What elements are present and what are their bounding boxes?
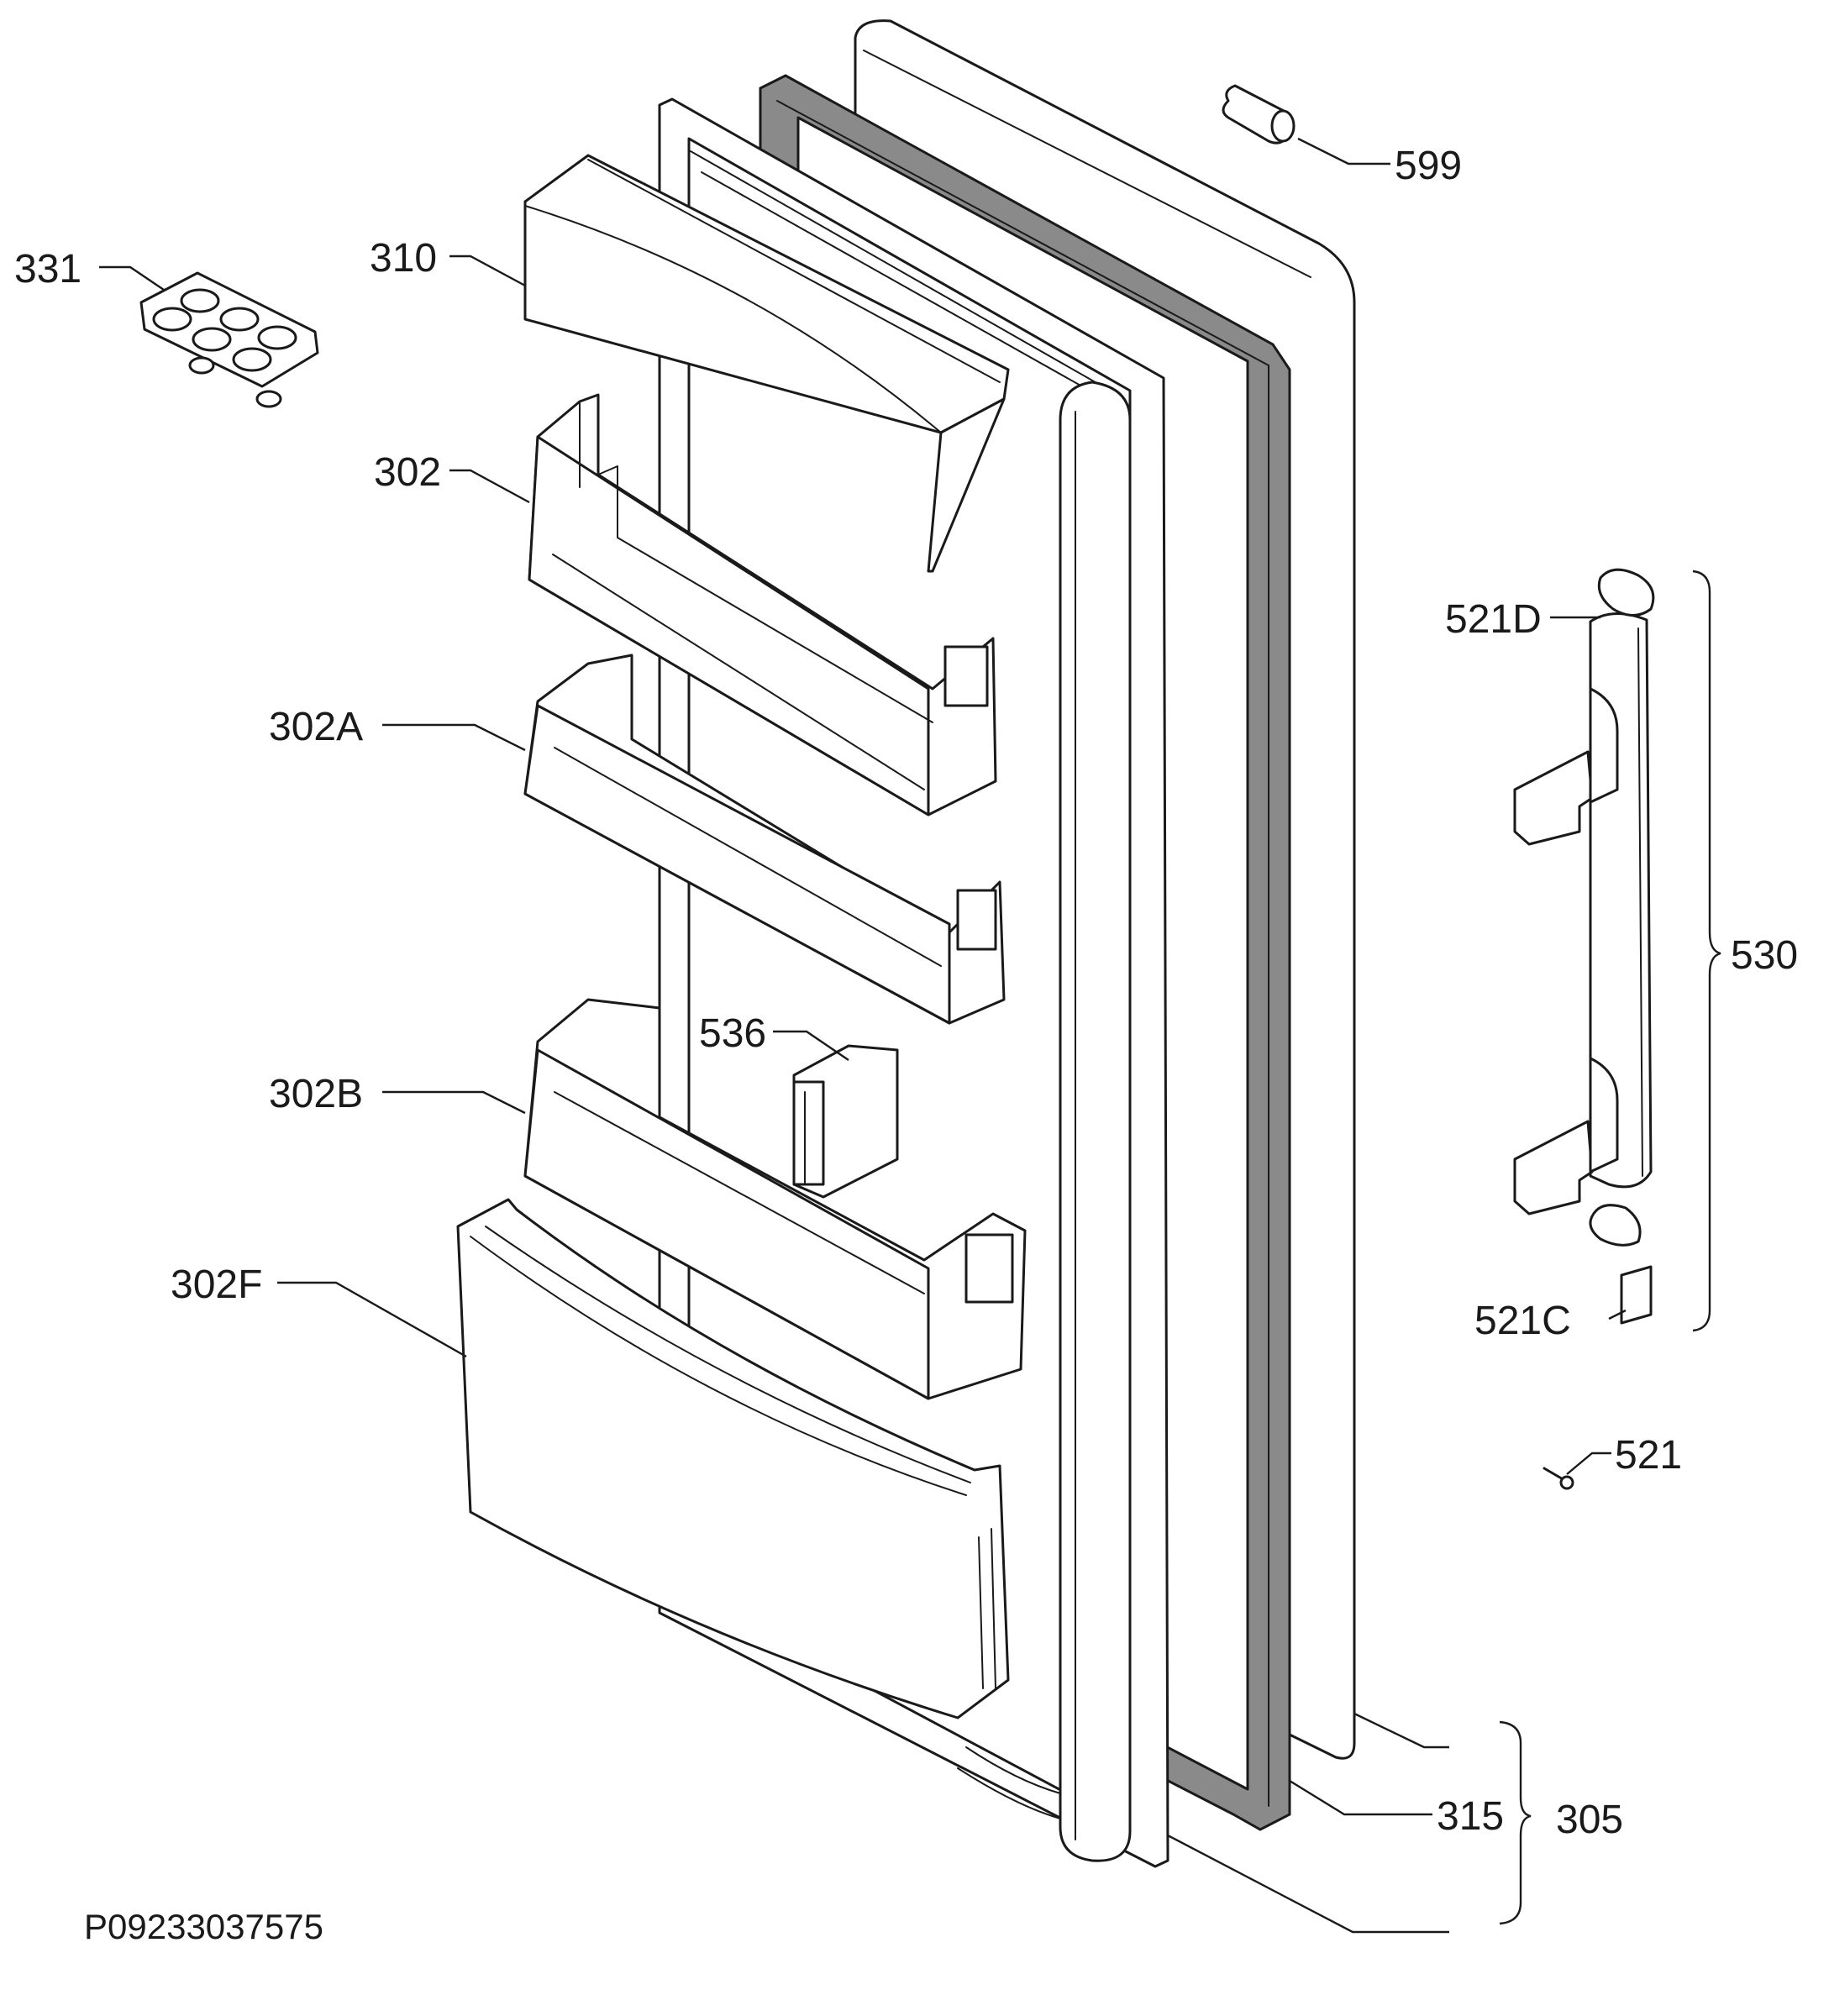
label-521: 521 (1615, 1433, 1682, 1478)
door-shelf-302 (528, 393, 997, 816)
leader-lines (99, 137, 1627, 1934)
egg-tray (139, 271, 319, 408)
label-302B: 302B (269, 1072, 363, 1116)
label-530: 530 (1731, 933, 1798, 978)
label-521C: 521C (1474, 1299, 1571, 1343)
label-302: 302 (374, 450, 441, 495)
label-305: 305 (1556, 1798, 1623, 1842)
label-302A: 302A (269, 705, 363, 749)
drawing-code: P09233037575 (84, 1907, 323, 1946)
label-310: 310 (370, 236, 437, 281)
door-liner-rim (957, 381, 1132, 1862)
hinge-pin (1222, 84, 1296, 144)
label-521D: 521D (1445, 597, 1542, 642)
door-shelf-302F (456, 1198, 1010, 1719)
label-315: 315 (1437, 1794, 1504, 1839)
door-handle-assembly (1513, 568, 1655, 1325)
brace-530 (1692, 570, 1721, 1332)
door-shelf-302A (523, 654, 1006, 1025)
label-599: 599 (1395, 144, 1462, 188)
bottle-holder (792, 1044, 899, 1199)
handle-screw (1543, 1467, 1574, 1490)
dairy-compartment-lid (523, 154, 1010, 573)
brace-305 (1499, 1720, 1532, 1925)
label-536: 536 (699, 1011, 766, 1056)
door-shelf-302B (523, 998, 1027, 1400)
label-302F: 302F (171, 1263, 262, 1307)
label-331: 331 (14, 247, 81, 291)
